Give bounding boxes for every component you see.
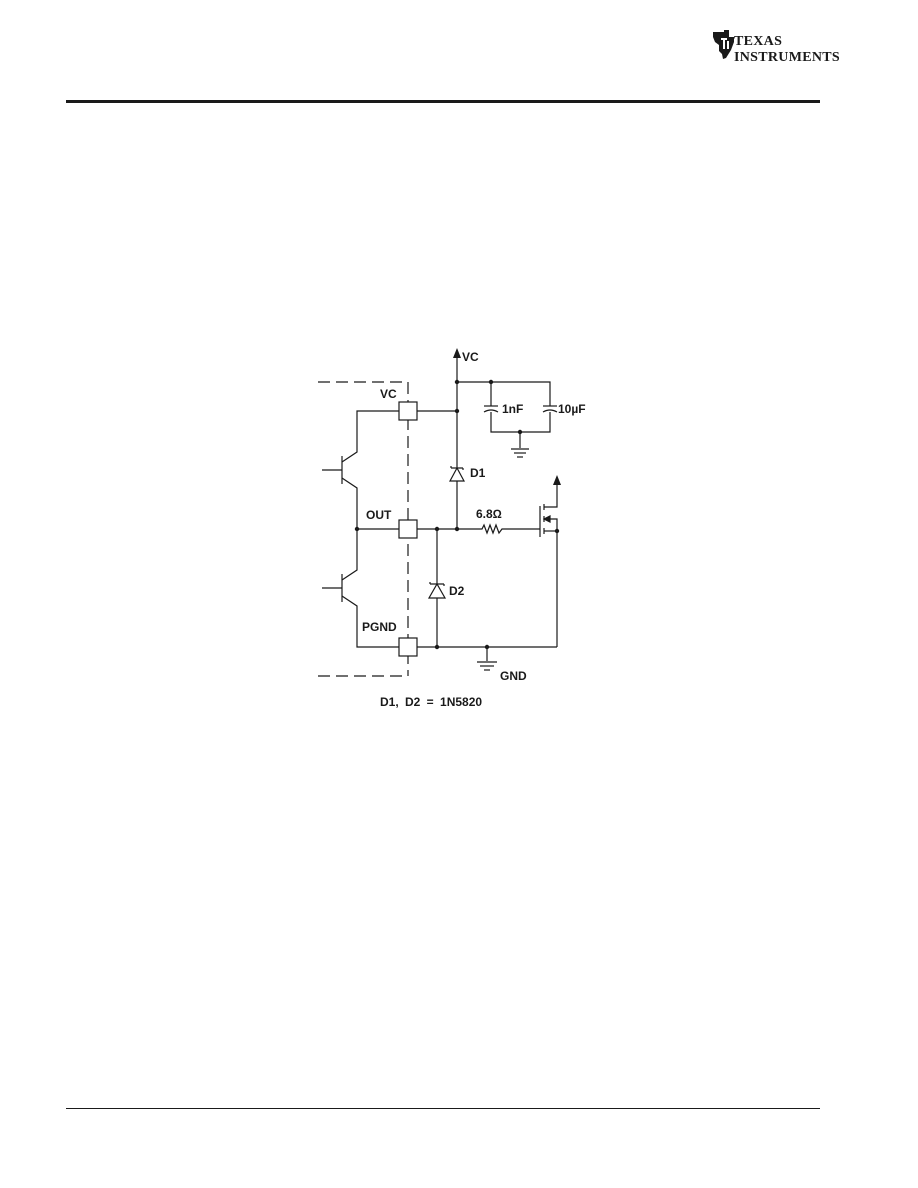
label-vc-pin: VC bbox=[380, 387, 397, 401]
logo-text-instruments: Instruments bbox=[734, 50, 840, 66]
ti-logo: Texas Instruments bbox=[710, 28, 840, 70]
pin-box-vc bbox=[398, 401, 418, 421]
label-cap-10uf: 10µF bbox=[558, 402, 586, 416]
pin-box-out bbox=[398, 519, 418, 539]
lower-transistor-icon bbox=[322, 529, 399, 648]
diode-d2-icon bbox=[427, 582, 447, 599]
pin-box-pgnd bbox=[398, 637, 418, 657]
junction-dot bbox=[354, 526, 360, 532]
diagram-caption: D1, D2 = 1N5820 bbox=[380, 695, 482, 709]
header-rule bbox=[66, 100, 820, 103]
junction-dot bbox=[517, 429, 523, 435]
resistor-icon bbox=[477, 523, 540, 535]
label-resistor: 6.8Ω bbox=[476, 507, 502, 521]
logo-line-2: Instruments bbox=[734, 50, 840, 65]
junction-dot bbox=[434, 526, 440, 532]
label-d2: D2 bbox=[449, 584, 465, 598]
junction-dot bbox=[484, 644, 490, 650]
gnd-ground-icon bbox=[477, 661, 497, 671]
label-gnd: GND bbox=[500, 669, 527, 683]
junction-dot bbox=[454, 379, 460, 385]
junction-dot bbox=[488, 379, 494, 385]
cap-ground-icon bbox=[511, 448, 529, 458]
junction-dot bbox=[454, 526, 460, 532]
label-d1: D1 bbox=[470, 466, 486, 480]
capacitor-10uf-icon bbox=[542, 405, 558, 413]
mosfet-drain-arrow-icon bbox=[553, 475, 561, 485]
capacitor-1nf-icon bbox=[483, 405, 499, 413]
label-cap-1nf: 1nF bbox=[502, 402, 523, 416]
logo-text-texas: Texas bbox=[734, 34, 782, 50]
vc-supply-arrow-icon bbox=[453, 348, 461, 358]
label-vc-supply: VC bbox=[462, 350, 479, 364]
label-pgnd-pin: PGND bbox=[362, 620, 397, 634]
junction-dot bbox=[434, 644, 440, 650]
footer-rule bbox=[66, 1108, 820, 1109]
logo-line-1: Texas bbox=[734, 34, 783, 49]
label-out-pin: OUT bbox=[366, 508, 392, 522]
diode-d1-icon bbox=[448, 466, 466, 529]
junction-dot bbox=[554, 528, 560, 534]
upper-transistor-icon bbox=[322, 410, 399, 529]
ti-logo-icon bbox=[713, 30, 734, 59]
junction-dot bbox=[454, 408, 460, 414]
mosfet-icon bbox=[539, 482, 558, 647]
